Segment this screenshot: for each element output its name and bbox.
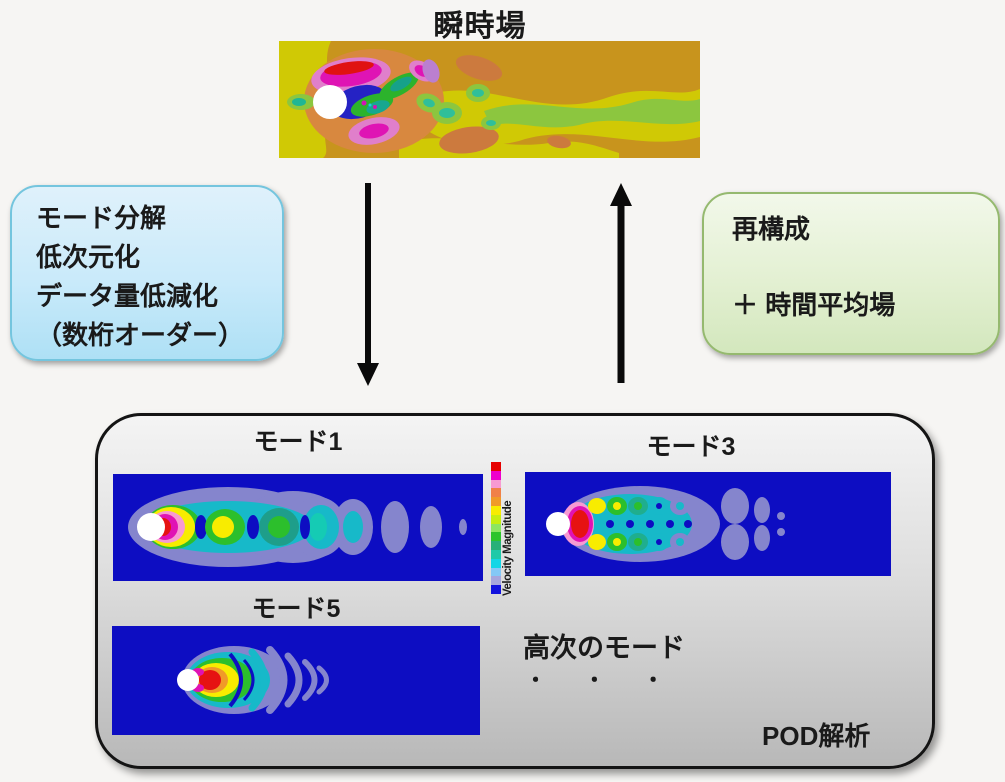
colorbar-segment xyxy=(491,514,501,524)
colorbar-segment xyxy=(491,523,501,533)
reconstruction-box: 再構成 ＋ 時間平均場 xyxy=(702,192,1000,355)
mode5-label: モード5 xyxy=(251,595,341,623)
decomposition-line: 低次元化 xyxy=(36,242,141,272)
colorbar-segment xyxy=(491,558,501,568)
higher-modes-label: 高次のモード xyxy=(523,633,685,663)
up-arrow xyxy=(610,183,632,383)
down-arrow xyxy=(357,183,379,386)
colorbar-label: Velocity Magnitude xyxy=(502,500,514,596)
pod-analysis-box: モード1 モード3 モード5 xyxy=(95,413,935,769)
ellipsis-dots: ・ ・ ・ xyxy=(525,669,680,692)
mode3-image xyxy=(525,472,891,576)
cylinder xyxy=(313,85,347,119)
colorbar-segment xyxy=(491,532,501,542)
page-title: 瞬時場 xyxy=(433,10,527,43)
cylinder xyxy=(177,669,199,691)
cylinder xyxy=(546,512,570,536)
mode5-image xyxy=(112,626,480,735)
colorbar-segment xyxy=(491,549,501,559)
decomposition-line: モード分解 xyxy=(36,203,167,233)
mode3-cells xyxy=(562,497,692,551)
vortex-cluster xyxy=(287,57,442,145)
mode1-image xyxy=(113,474,483,581)
colorbar-segment xyxy=(491,470,501,480)
mid-field-spots xyxy=(432,84,501,130)
colorbar-segment xyxy=(491,505,501,515)
colorbar xyxy=(491,462,501,594)
instantaneous-field-image xyxy=(279,41,700,158)
colorbar-segment xyxy=(491,541,501,550)
decomposition-box: モード分解 低次元化 データ量低減化 （数桁オーダー） xyxy=(10,185,284,361)
colorbar-segment xyxy=(491,576,501,586)
cylinder xyxy=(137,513,165,541)
mode5-arcs xyxy=(248,646,329,714)
colorbar-segment xyxy=(491,479,501,489)
mode3-label: モード3 xyxy=(646,433,736,461)
colorbar-segment xyxy=(491,488,501,498)
reconstruction-line: 再構成 xyxy=(732,214,811,244)
pod-analysis-label: POD解析 xyxy=(762,721,871,751)
mode1-label: モード1 xyxy=(253,428,343,456)
colorbar-segment xyxy=(491,462,501,471)
orange-blobs xyxy=(439,55,571,154)
colorbar-segment xyxy=(491,567,501,577)
decomposition-line: データ量低減化 xyxy=(36,281,219,311)
decomposition-line: （数桁オーダー） xyxy=(36,320,245,350)
mode1-cells xyxy=(145,505,310,549)
reconstruction-line: ＋ 時間平均場 xyxy=(732,290,896,320)
colorbar-segment xyxy=(491,497,501,506)
colorbar-segment xyxy=(491,585,501,594)
